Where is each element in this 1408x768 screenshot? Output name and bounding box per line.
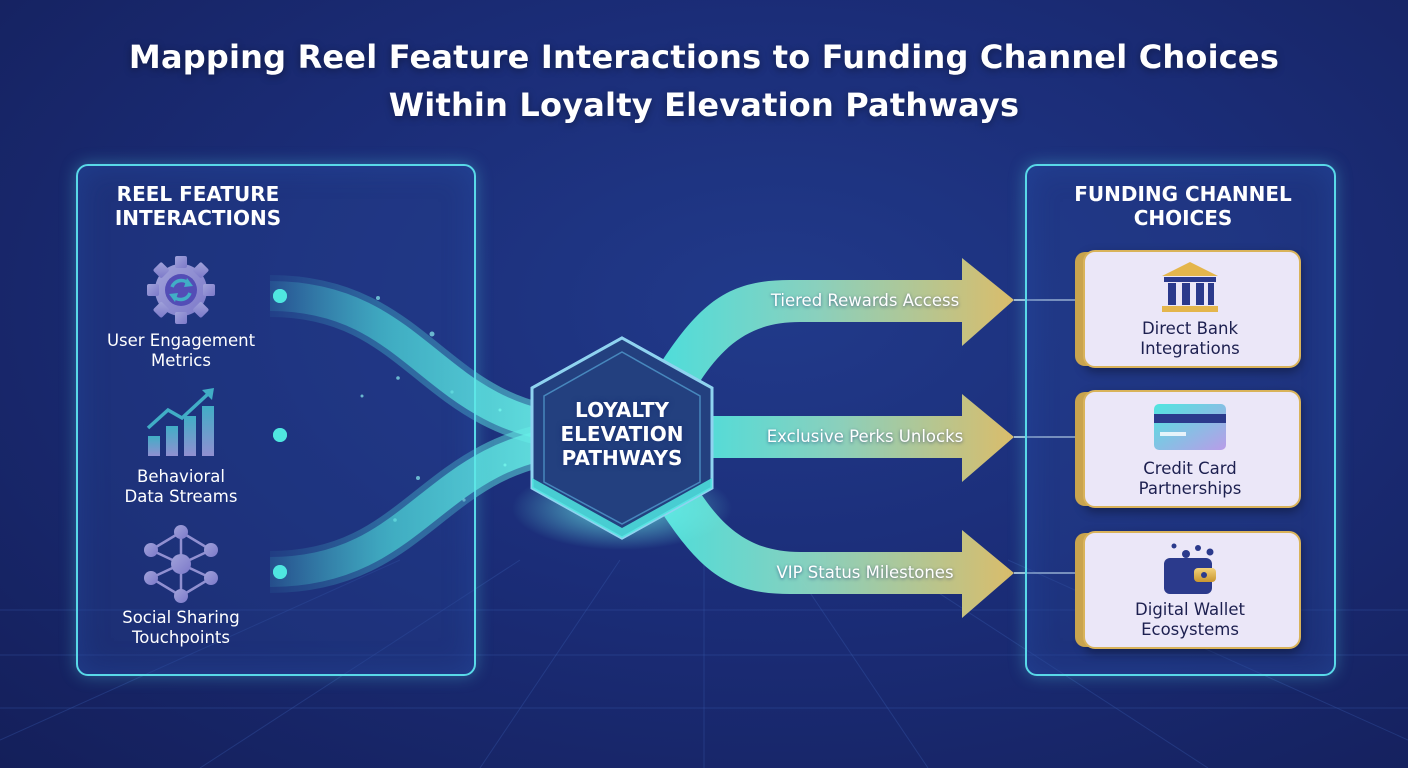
card-credit-card-label-line-1: Credit Card bbox=[1143, 459, 1237, 478]
card-digital-wallet-label-line-1: Digital Wallet bbox=[1135, 600, 1245, 619]
card-connectors bbox=[1014, 299, 1075, 574]
reel-feature-heading-line-1: REEL FEATURE bbox=[116, 182, 280, 206]
reel-feature-heading-line-2: INTERACTIONS bbox=[114, 206, 282, 230]
hub-label-line-2: ELEVATION bbox=[560, 422, 684, 446]
item-user-engagement-line-1: User Engagement bbox=[106, 331, 256, 350]
item-social-sharing-line-1: Social Sharing bbox=[122, 608, 240, 627]
funding-channel-heading-line-1: FUNDING CHANNEL bbox=[1074, 182, 1292, 206]
network-nodes-icon bbox=[144, 525, 218, 603]
item-behavioral-data-line-1: Behavioral bbox=[137, 467, 225, 486]
card-credit-card-label-line-2: Partnerships bbox=[1138, 479, 1242, 498]
card-direct-bank-label-line-2: Integrations bbox=[1140, 339, 1240, 358]
page-title-line-1: Mapping Reel Feature Interactions to Fun… bbox=[128, 38, 1280, 76]
arrow-label-exclusive-perks: Exclusive Perks Unlocks bbox=[766, 427, 964, 446]
card-digital-wallet-label-line-2: Ecosystems bbox=[1141, 620, 1239, 639]
gear-sync-icon bbox=[147, 256, 215, 324]
arrow-top-body bbox=[655, 258, 1014, 398]
item-user-engagement: User Engagement Metrics bbox=[81, 331, 281, 371]
card-credit-card-label: Credit Card Partnerships bbox=[1083, 459, 1297, 499]
funding-channel-heading-line-2: CHOICES bbox=[1133, 206, 1233, 230]
arrow-middle-body bbox=[690, 394, 1014, 482]
hub-label-line-1: LOYALTY bbox=[575, 398, 669, 422]
output-arrows bbox=[655, 258, 1014, 618]
item-behavioral-data: Behavioral Data Streams bbox=[81, 467, 281, 507]
funding-channel-heading: FUNDING CHANNEL CHOICES bbox=[1055, 182, 1311, 230]
hub-label: LOYALTY ELEVATION PATHWAYS bbox=[537, 398, 707, 470]
arrow-bottom-body bbox=[655, 476, 1014, 618]
card-direct-bank-label: Direct Bank Integrations bbox=[1083, 319, 1297, 359]
item-social-sharing: Social Sharing Touchpoints bbox=[81, 608, 281, 648]
item-social-sharing-line-2: Touchpoints bbox=[131, 628, 231, 647]
item-behavioral-data-line-2: Data Streams bbox=[124, 487, 238, 506]
hub-label-line-3: PATHWAYS bbox=[561, 446, 683, 470]
page-title-line-2: Within Loyalty Elevation Pathways bbox=[388, 86, 1020, 124]
arrow-label-vip-status: VIP Status Milestones bbox=[776, 563, 954, 582]
arrow-label-tiered-rewards: Tiered Rewards Access bbox=[770, 291, 960, 310]
reel-feature-panel bbox=[76, 164, 476, 676]
bar-chart-trend-icon bbox=[146, 388, 214, 456]
card-direct-bank-label-line-1: Direct Bank bbox=[1141, 319, 1239, 338]
card-digital-wallet-label: Digital Wallet Ecosystems bbox=[1083, 600, 1297, 640]
item-user-engagement-line-2: Metrics bbox=[151, 351, 211, 370]
reel-feature-heading: REEL FEATURE INTERACTIONS bbox=[110, 182, 286, 230]
